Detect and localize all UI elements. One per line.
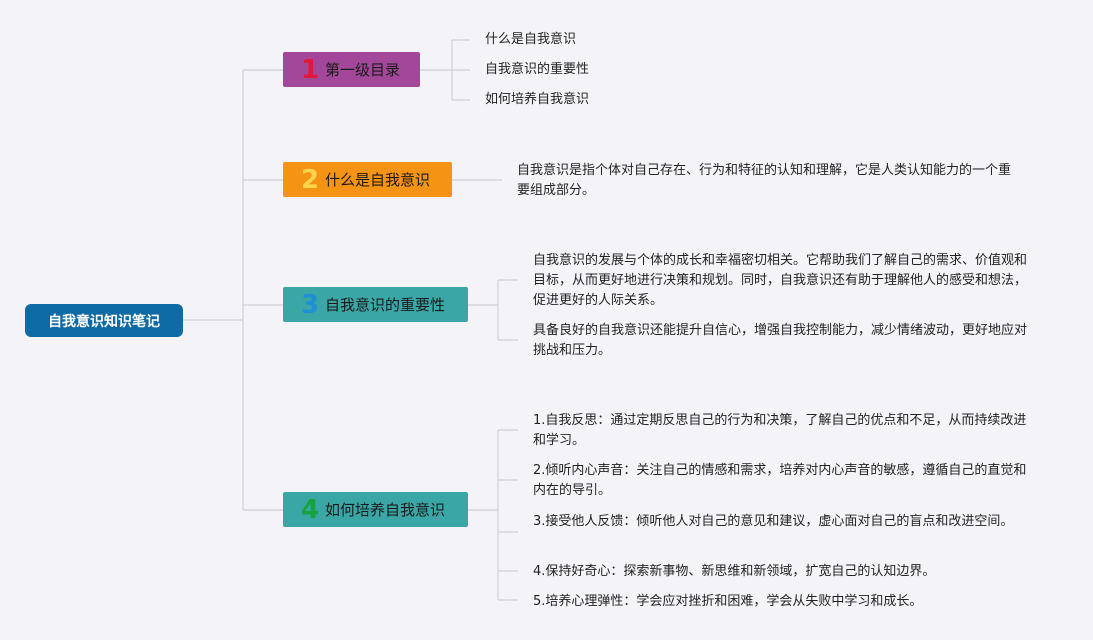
branch-label-4: 如何培养自我意识 [325,501,446,519]
branch-3-item-2[interactable]: 具备良好的自我意识还能提升自信心，增强自我控制能力，减少情绪波动，更好地应对挑战… [533,323,1028,358]
branch-4-item-1[interactable]: 1.自我反思：通过定期反思自己的行为和决策，了解自己的优点和不足，从而持续改进和… [533,413,1027,448]
branch-4-item-4[interactable]: 4.保持好奇心：探索新事物、新思维和新领域，扩宽自己的认知边界。 [533,564,936,579]
branch-4-item-3[interactable]: 3.接受他人反馈：倾听他人对自己的意见和建议，虚心面对自己的盲点和改进空间。 [533,514,1014,529]
root-node[interactable]: 自我意识知识笔记 [25,304,183,337]
branch-node-4[interactable]: 4 如何培养自我意识 [283,492,468,527]
branch-number-4: 4 [300,494,320,525]
branch-node-3[interactable]: 3 自我意识的重要性 [283,287,468,322]
branch-4-item-2[interactable]: 2.倾听内心声音：关注自己的情感和需求，培养对内心声音的敏感，遵循自己的直觉和内… [533,463,1027,498]
branch-node-1[interactable]: 1 第一级目录 [283,52,420,87]
branch-1-item-1[interactable]: 什么是自我意识 [485,32,577,47]
branch-number-1: 1 [300,54,320,85]
branch-2-item-1[interactable]: 自我意识是指个体对自己存在、行为和特征的认知和理解，它是人类认知能力的一个重要组… [517,163,1012,198]
root-label: 自我意识知识笔记 [48,313,160,330]
branch-1-item-3[interactable]: 如何培养自我意识 [485,92,590,107]
branch-label-1: 第一级目录 [325,61,401,79]
branch-number-2: 2 [300,164,320,195]
branch-node-2[interactable]: 2 什么是自我意识 [283,162,452,197]
branch-number-3: 3 [300,289,320,320]
branch-label-3: 自我意识的重要性 [325,296,446,314]
branch-label-2: 什么是自我意识 [325,171,431,189]
branch-1-item-2[interactable]: 自我意识的重要性 [485,62,590,77]
branch-3-item-1[interactable]: 自我意识的发展与个体的成长和幸福密切相关。它帮助我们了解自己的需求、价值观和目标… [533,253,1028,308]
branch-4-item-5[interactable]: 5.培养心理弹性：学会应对挫折和困难，学会从失败中学习和成长。 [533,594,923,609]
